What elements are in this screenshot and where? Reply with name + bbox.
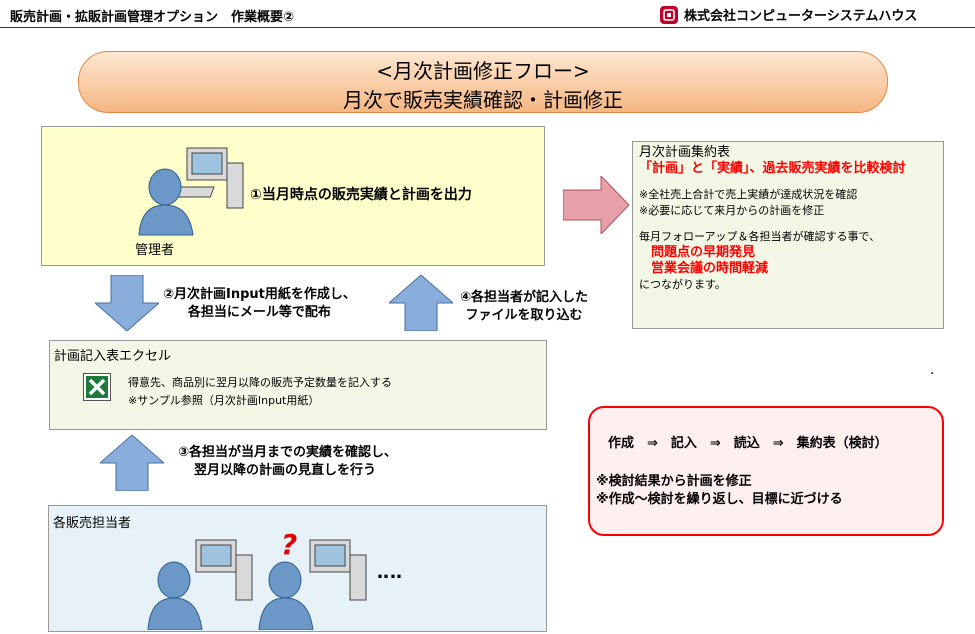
flow-banner: <月次計画修正フロー> 月次で販売実績確認・計画修正 <box>78 51 888 113</box>
summary-point-2: 営業会議の時間軽減 <box>651 261 769 276</box>
step2-line-1: ②月次計画Input用紙を作成し、 <box>163 287 356 302</box>
summary-note-2: ※必要に応じて来月からの計画を修正 <box>639 204 825 217</box>
sales-staff-title: 各販売担当者 <box>53 516 132 531</box>
banner-title: <月次計画修正フロー> <box>376 59 590 83</box>
step3-line-2: 翌月以降の計画の見直しを行う <box>194 463 377 478</box>
step4-line-2: ファイルを取り込む <box>465 308 583 323</box>
excel-box-title: 計画記入表エクセル <box>54 349 172 364</box>
manager-computer-icon <box>138 147 244 236</box>
company-name-text: 株式会社コンピューターシステムハウス <box>684 9 918 24</box>
banner-subtitle: 月次で販売実績確認・計画修正 <box>343 88 623 112</box>
summary-note-1: ※全社売上合計で売上実績が達成状況を確認 <box>639 188 858 201</box>
summary-highlight: 「計画」と「実績」、過去販売実績を比較検討 <box>639 161 906 176</box>
summary-tail: につながります。 <box>639 278 726 291</box>
company-logo-icon <box>660 5 678 24</box>
arrow-right-icon <box>563 176 629 234</box>
more-staff-ellipsis: ‥‥ <box>377 562 404 583</box>
cycle-box: 作成 ⇒ 記入 ⇒ 読込 ⇒ 集約表（検討） ※検討結果から計画を修正 ※作成～… <box>588 406 944 536</box>
sales-person-computer-icon <box>147 539 253 630</box>
step4-text: ④各担当者が記入した ファイルを取り込む <box>460 289 588 325</box>
summary-title: 月次計画集約表 <box>639 145 731 160</box>
summary-box: 月次計画集約表 「計画」と「実績」、過去販売実績を比較検討 ※全社売上合計で売上… <box>632 141 944 329</box>
excel-line-2: ※サンプル参照（月次計画Input用紙） <box>128 394 320 407</box>
summary-lead: 毎月フォローアップ＆各担当者が確認する事で、 <box>639 230 881 243</box>
manager-box: 管理者 ①当月時点の販売実績と計画を出力 <box>41 126 545 266</box>
excel-icon <box>83 373 111 401</box>
step3-text: ③各担当が当月までの実績を確認し、 翌月以降の計画の見直しを行う <box>178 444 397 480</box>
step2-text: ②月次計画Input用紙を作成し、 各担当にメール等で配布 <box>163 286 356 322</box>
cycle-note-1: ※検討結果から計画を修正 <box>596 474 752 489</box>
excel-line-1: 得意先、商品別に翌月以降の販売予定数量を記入する <box>128 376 392 389</box>
company-name: 株式会社コンピューターシステムハウス <box>660 5 917 24</box>
step2-line-2: 各担当にメール等で配布 <box>187 305 331 320</box>
excel-box: 計画記入表エクセル 得意先、商品別に翌月以降の販売予定数量を記入する ※サンプル… <box>49 340 547 430</box>
manager-label: 管理者 <box>135 243 175 258</box>
arrow-up-icon <box>389 275 453 331</box>
summary-point-1: 問題点の早期発見 <box>651 245 756 260</box>
step4-line-1: ④各担当者が記入した <box>460 290 589 305</box>
document-title: 販売計画・拡販計画管理オプション 作業概要② <box>10 10 295 25</box>
sales-person-thinking-icon: ? <box>258 528 367 630</box>
header-divider <box>0 27 975 28</box>
arrow-up-step3-icon <box>100 435 164 491</box>
arrow-down-icon <box>95 275 159 331</box>
step1-text: ①当月時点の販売実績と計画を出力 <box>250 187 472 203</box>
cycle-flow: 作成 ⇒ 記入 ⇒ 読込 ⇒ 集約表（検討） <box>608 436 888 451</box>
cycle-note-2: ※作成～検討を繰り返し、目標に近づける <box>596 492 843 507</box>
stray-dot: . <box>930 362 935 378</box>
svg-text:?: ? <box>281 528 297 561</box>
sales-staff-box: 各販売担当者 ? ‥‥ <box>48 505 547 632</box>
step3-line-1: ③各担当が当月までの実績を確認し、 <box>178 445 398 460</box>
